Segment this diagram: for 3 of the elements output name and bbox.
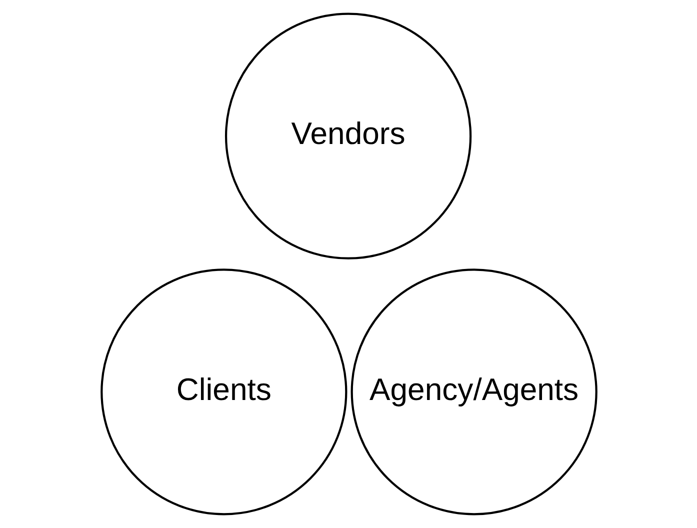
node-circle: Agency/Agents (350, 268, 597, 516)
node-circle: Vendors (224, 12, 472, 260)
node-circle: Clients (100, 268, 347, 516)
